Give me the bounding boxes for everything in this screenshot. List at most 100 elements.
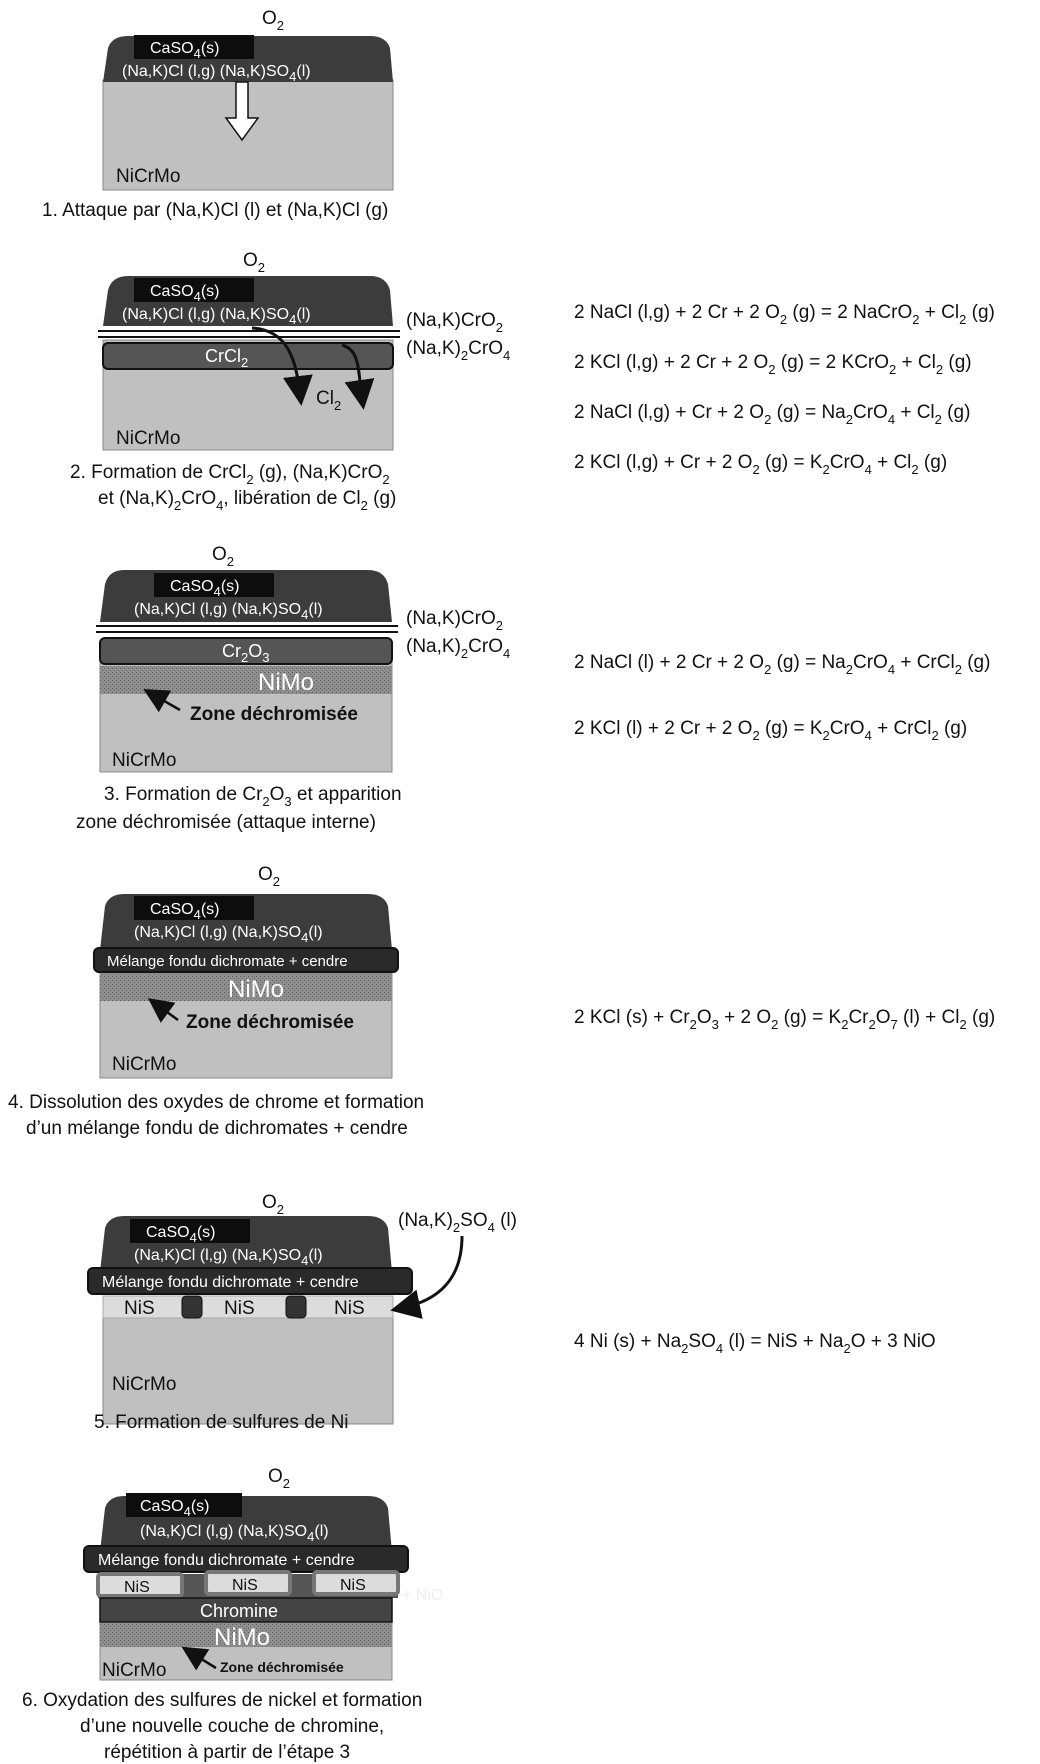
melt-label: Mélange fondu dichromate + cendre	[98, 1552, 355, 1569]
nakcro2-label: (Na,K)CrO2	[406, 310, 503, 335]
cl2-release-arrow-icon	[251, 326, 313, 406]
melt-layer	[87, 1267, 413, 1295]
equation-8: 4 Ni (s) + Na2SO4 (l) = NiS + Na2O + 3 N…	[574, 1331, 936, 1356]
caso4-box	[134, 35, 254, 59]
dechromized-zone	[100, 1623, 392, 1647]
step-5-caption: 5. Formation de sulfures de Ni	[94, 1412, 349, 1433]
equation-3: 2 NaCl (l,g) + Cr + 2 O2 (g) = Na2CrO4 +…	[574, 402, 970, 427]
dechromized-zone	[100, 973, 392, 1001]
zone-label: Zone déchromisée	[190, 704, 358, 725]
caso4-label: CaSO4(s)	[150, 40, 219, 61]
zone-pointer-arrow-icon	[143, 689, 181, 713]
step-4-caption-line-1: 4. Dissolution des oxydes de chrome et f…	[8, 1092, 424, 1113]
equations-step-3: 2 NaCl (l) + 2 Cr + 2 O2 (g) = Na2CrO4 +…	[574, 652, 990, 743]
sulfate-arrow-icon	[390, 1235, 464, 1319]
nicrmo-label: NiCrMo	[112, 750, 176, 771]
nicrmo-label: NiCrMo	[116, 166, 180, 187]
nis-label: NiS	[334, 1298, 365, 1319]
chromine-layer	[99, 1597, 393, 1623]
cr2o3-layer	[99, 637, 393, 665]
step-3-caption-line-2: zone déchromisée (attaque interne)	[76, 812, 376, 833]
zone-pointer-arrow-icon	[147, 998, 179, 1023]
caso4-box	[134, 896, 254, 920]
cl2-label: Cl2	[316, 388, 341, 413]
zone-label: Zone déchromisée	[220, 1659, 344, 1675]
equation-2: 2 KCl (l,g) + 2 Cr + 2 O2 (g) = 2 KCrO2 …	[574, 352, 972, 377]
nis-particle	[96, 1572, 184, 1598]
caso4-label: CaSO4(s)	[170, 578, 239, 599]
nimo-label: NiMo	[228, 976, 284, 1003]
salts-label: (Na,K)Cl (l,g) (Na,K)SO4(l)	[134, 601, 323, 622]
step-2-caption-line-2: et (Na,K)2CrO4, libération de Cl2 (g)	[98, 488, 396, 513]
caso4-label: CaSO4(s)	[150, 283, 219, 304]
melt-layer	[93, 947, 399, 973]
down-arrow-icon	[224, 81, 260, 142]
equation-5: 2 NaCl (l) + 2 Cr + 2 O2 (g) = Na2CrO4 +…	[574, 652, 990, 677]
salts-label: (Na,K)Cl (l,g) (Na,K)SO4(l)	[122, 63, 311, 84]
nak2so4-label: (Na,K)2SO4 (l)	[398, 1210, 517, 1235]
caso4-label: CaSO4(s)	[150, 901, 219, 922]
dechromized-zone	[100, 666, 392, 694]
caso4-label: CaSO4(s)	[146, 1224, 215, 1245]
nis-label: NiS	[124, 1298, 155, 1319]
nak2cro4-label: (Na,K)2CrO4	[406, 338, 510, 363]
caso4-box	[154, 573, 274, 597]
o2-label: O2	[268, 1466, 290, 1491]
nis-particle	[312, 1570, 400, 1596]
o2-label: O2	[262, 8, 284, 33]
step-4-caption-line-2: d’un mélange fondu de dichromates + cend…	[26, 1118, 408, 1139]
melt-label: Mélange fondu dichromate + cendre	[102, 1274, 359, 1291]
nicrmo-label: NiCrMo	[102, 1660, 166, 1681]
cr2o3-label: Cr2O3	[222, 641, 269, 665]
nis-label: NiS	[224, 1298, 255, 1319]
melt-label: Mélange fondu dichromate + cendre	[107, 953, 348, 970]
salts-label: (Na,K)Cl (l,g) (Na,K)SO4(l)	[134, 924, 323, 945]
nis-label: NiS	[340, 1577, 366, 1594]
cl2-release-arrow-icon	[341, 343, 375, 410]
caso4-box	[130, 1219, 250, 1243]
melt-penetration	[181, 1295, 203, 1319]
o2-label: O2	[243, 250, 265, 275]
o2-label: O2	[258, 864, 280, 889]
crcl2-label: CrCl2	[205, 346, 248, 370]
step-5-diagram: O2 CaSO4(s) (Na,K)Cl (l,g) (Na,K)SO4(l) …	[87, 1192, 517, 1433]
step-6-diagram: O2 CaSO4(s) (Na,K)Cl (l,g) (Na,K)SO4(l) …	[22, 1466, 443, 1763]
o2-label: O2	[212, 544, 234, 569]
equations-step-2: 2 NaCl (l,g) + 2 Cr + 2 O2 (g) = 2 NaCrO…	[574, 302, 995, 477]
step-1-diagram: O2 CaSO4(s) (Na,K)Cl (l,g) (Na,K)SO4(l) …	[42, 8, 394, 221]
caso4-box	[134, 278, 254, 302]
step-4-diagram: O2 CaSO4(s) (Na,K)Cl (l,g) (Na,K)SO4(l) …	[8, 864, 424, 1139]
nicrmo-label: NiCrMo	[112, 1374, 176, 1395]
nis-label: NiS	[124, 1579, 150, 1596]
nimo-label: NiMo	[214, 1624, 270, 1651]
step-2-diagram: O2 CaSO4(s) (Na,K)Cl (l,g) (Na,K)SO4(l) …	[70, 250, 510, 513]
salts-label: (Na,K)Cl (l,g) (Na,K)SO4(l)	[140, 1523, 329, 1544]
nis-label: NiS	[232, 1577, 258, 1594]
equation-1: 2 NaCl (l,g) + 2 Cr + 2 O2 (g) = 2 NaCrO…	[574, 302, 995, 327]
caso4-box	[126, 1493, 242, 1517]
o2-label: O2	[262, 1192, 284, 1217]
zone-pointer-arrow-icon	[181, 1646, 217, 1671]
nimo-label: NiMo	[258, 669, 314, 696]
equation-4: 2 KCl (l,g) + Cr + 2 O2 (g) = K2CrO4 + C…	[574, 452, 947, 477]
zone-label: Zone déchromisée	[186, 1012, 354, 1033]
salts-label: (Na,K)Cl (l,g) (Na,K)SO4(l)	[122, 306, 311, 327]
nicrmo-substrate	[102, 1317, 394, 1425]
step-3-diagram: O2 CaSO4(s) (Na,K)Cl (l,g) (Na,K)SO4(l) …	[76, 544, 510, 833]
step-3-caption-line-1: 3. Formation de Cr2O3 et apparition	[104, 784, 402, 809]
crcl2-layer	[102, 342, 394, 370]
step-2-caption-line-1: 2. Formation de CrCl2 (g), (Na,K)CrO2	[70, 462, 390, 487]
nicrmo-label: NiCrMo	[112, 1054, 176, 1075]
nis-particle	[204, 1570, 292, 1596]
step-6-caption-line-2: d’une nouvelle couche de chromine,	[80, 1716, 384, 1737]
nakcro2-label: (Na,K)CrO2	[406, 608, 503, 633]
chromine-label: Chromine	[200, 1601, 278, 1621]
equation-7: 2 KCl (s) + Cr2O3 + 2 O2 (g) = K2Cr2O7 (…	[574, 1007, 995, 1032]
step-6-caption-line-3: répétition à partir de l’étape 3	[104, 1742, 350, 1763]
step-1-caption: 1. Attaque par (Na,K)Cl (l) et (Na,K)Cl …	[42, 200, 388, 221]
nio-label: + NiO	[402, 1587, 443, 1604]
equation-6: 2 KCl (l) + 2 Cr + 2 O2 (g) = K2CrO4 + C…	[574, 718, 967, 743]
caso4-label: CaSO4(s)	[140, 1498, 209, 1519]
nicrmo-label: NiCrMo	[116, 428, 180, 449]
